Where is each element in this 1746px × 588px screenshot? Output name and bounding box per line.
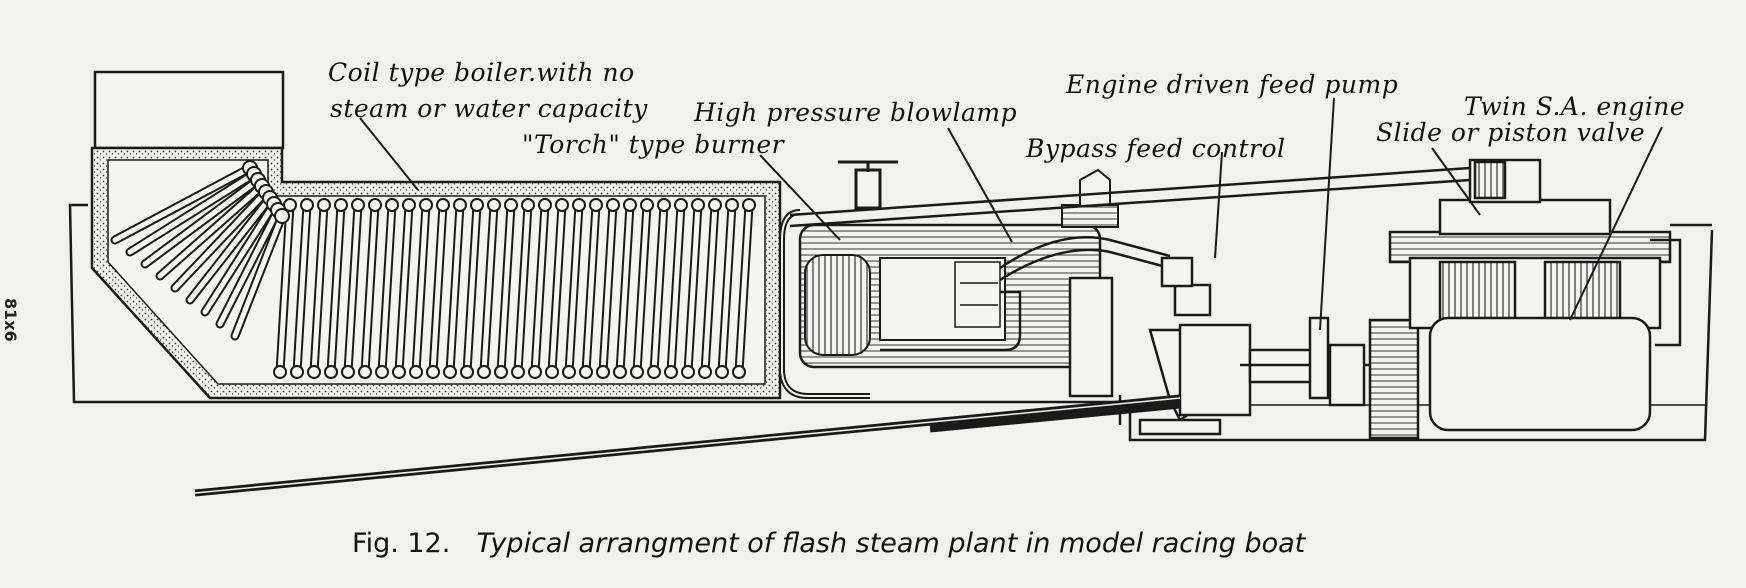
blowlamp — [779, 168, 1119, 399]
label-bypass-feed-control: Bypass feed control — [1026, 134, 1286, 163]
side-mark: 81x6 — [1, 298, 20, 342]
propeller-shaft — [194, 394, 1181, 497]
twin-engine — [1388, 158, 1712, 432]
caption-number: Fig. 12. — [352, 528, 451, 559]
label-engine-driven-feed-pump: Engine driven feed pump — [1066, 70, 1399, 99]
caption-text: Typical arrangment of flash steam plant … — [476, 528, 1306, 559]
tank-box — [93, 70, 285, 150]
leader-lines — [359, 97, 1663, 331]
figure-caption: Fig. 12. Typical arrangment of flash stea… — [352, 528, 1305, 559]
feed-pump-assembly — [1118, 256, 1420, 440]
control-valve — [838, 160, 898, 210]
label-high-pressure-blowlamp: High pressure blowlamp — [694, 98, 1018, 127]
label-boiler-line2: steam or water capacity — [330, 94, 648, 123]
label-twin-engine: Twin S.A. engine — [1464, 92, 1686, 121]
label-torch-burner: "Torch" type burner — [522, 130, 785, 159]
label-slide-piston-valve: Slide or piston valve — [1376, 118, 1646, 147]
coil-boiler — [90, 146, 782, 400]
label-boiler-line1: Coil type boiler.with no — [328, 58, 635, 87]
feed-pipes — [789, 166, 1471, 282]
